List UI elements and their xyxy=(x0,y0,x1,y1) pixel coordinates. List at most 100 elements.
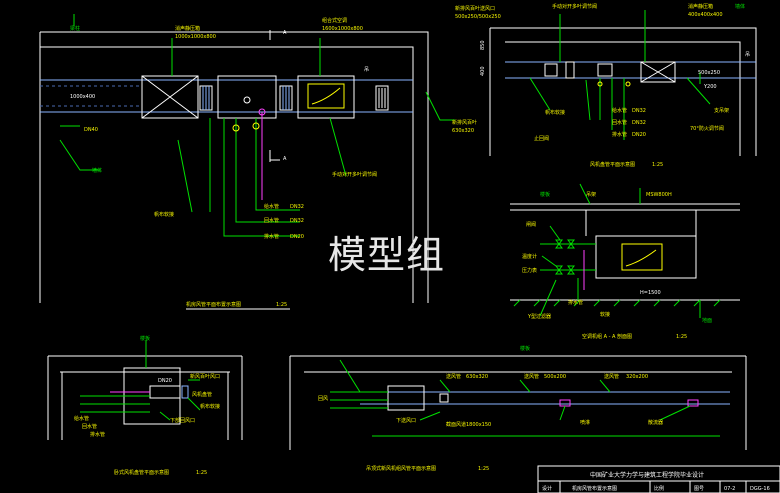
br-walls xyxy=(289,355,747,450)
br-unit xyxy=(387,385,425,411)
valve-dot-3 xyxy=(252,122,260,130)
section-mark-top xyxy=(269,30,280,40)
tr-damper xyxy=(565,61,575,79)
tr-grille xyxy=(544,63,558,77)
tr-code: Y200 xyxy=(703,84,717,90)
bl-grille xyxy=(181,385,189,399)
tb-sheet-label: 比例 xyxy=(654,485,664,492)
tr-box-x xyxy=(640,61,676,83)
tr-caption: 风机盘管平面示意图 xyxy=(590,161,635,168)
bl-walls xyxy=(47,355,243,440)
exhaust-grille xyxy=(375,85,389,111)
bl-soft: 帆布软接 xyxy=(200,403,220,410)
br-vent-3 xyxy=(687,399,699,407)
bl-pipe1: 给水管 xyxy=(74,415,89,422)
label-supply-dn: DN32 xyxy=(290,204,304,210)
tb-drawing-name: 机房风管布置示意图 xyxy=(572,485,617,492)
br-vent-1 xyxy=(439,393,449,403)
tr-dim1: 850 xyxy=(480,40,486,50)
label-exhaust-vent: 新排风百叶 xyxy=(452,119,477,126)
plan-caption: 机房风管平面布置示意图 xyxy=(186,301,241,308)
title-block-grid xyxy=(538,480,780,493)
sa-valve-label: 闸阀 xyxy=(526,221,536,228)
tb-sheet-value: DGG-16 xyxy=(750,486,770,492)
tr-return-dn: DN32 xyxy=(632,120,646,126)
muffler-box-x xyxy=(141,75,199,119)
br-duct2-size: 500x200 xyxy=(544,374,566,380)
sa-valves xyxy=(555,239,575,275)
label-muffler-size: 1000x1000x800 xyxy=(175,34,216,40)
tr-vent-note: 新排风百叶送风口 xyxy=(455,5,495,12)
br-duct xyxy=(360,391,730,405)
br-sprinkler: 喷淋 xyxy=(580,419,590,426)
tr-soft xyxy=(597,63,613,77)
label-drain-pipe: 排水管 xyxy=(264,233,279,240)
br-duct1: 送风管 xyxy=(446,373,461,380)
section-mark-a-bottom: A xyxy=(283,156,287,162)
ahu-coil xyxy=(307,83,345,109)
label-ahu: 组合式空调 xyxy=(322,17,347,24)
ahu-center-box xyxy=(217,75,277,119)
sa-equip-code: MSW800H xyxy=(646,192,672,198)
sa-elevation: H=1500 xyxy=(640,290,661,296)
soft-joint-1-lines xyxy=(202,86,210,110)
duct-band xyxy=(40,79,413,113)
sa-hatch xyxy=(513,299,721,307)
tr-box-size: 400x400x400 xyxy=(688,12,723,18)
wall-outline xyxy=(39,31,429,303)
tr-hang: 吊 xyxy=(745,52,750,58)
br-duct1-size: 630x320 xyxy=(466,374,488,380)
duct-band-hatch xyxy=(40,85,140,107)
watermark: 模型组 xyxy=(328,233,446,277)
br-vent-2 xyxy=(559,399,571,407)
tr-box-label: 消声静压箱 xyxy=(688,3,713,10)
tr-dot-1 xyxy=(597,81,603,87)
sa-slab-label: 楼板 xyxy=(540,191,550,198)
tr-duct-size: 500x250 xyxy=(698,70,720,76)
sa-coil xyxy=(621,243,663,271)
bl-hang: 新风百叶风口 xyxy=(190,373,220,380)
ahu-box xyxy=(297,75,355,119)
sa-slab xyxy=(510,203,740,301)
bl-fan-label: 风机盘管 xyxy=(192,391,212,398)
exhaust-grille-lines xyxy=(378,88,386,108)
label-soft-joint: 帆布软接 xyxy=(154,211,174,218)
sa-leaders xyxy=(539,183,701,318)
tb-school: 中国矿业大学力学与建筑工程学院毕业设计 xyxy=(590,471,704,479)
sa-bracket-label: 吊架 xyxy=(586,192,596,198)
br-return: 回风 xyxy=(318,396,328,402)
br-pipes xyxy=(330,391,720,437)
bl-caption: 卧式风机盘管平面示意图 xyxy=(114,469,169,476)
sa-floor-label: 地面 xyxy=(702,317,712,324)
br-drain: 散流器 xyxy=(648,419,663,426)
sa-filter-label: Y型过滤器 xyxy=(527,313,551,320)
sa-coil-curve xyxy=(625,249,657,267)
bl-scale: 1:25 xyxy=(196,470,207,476)
sa-drain-label: 排水管 xyxy=(568,299,583,306)
sa-gauge-label: 温度计 xyxy=(522,253,537,260)
tr-wall-label: 墙体 xyxy=(735,3,745,10)
tr-pipes xyxy=(599,78,625,140)
tr-drain-dn: DN20 xyxy=(632,132,646,138)
tr-vent-size: 500x250/500x250 xyxy=(455,14,501,20)
tb-design: 设计 xyxy=(542,485,552,492)
tr-dot-2 xyxy=(625,81,631,87)
label-drain-dn: DN20 xyxy=(290,234,304,240)
bl-pipe3: 排水管 xyxy=(90,431,105,438)
tb-drawing-no: 07-2 xyxy=(724,486,735,492)
bl-pipe2: 回水管 xyxy=(82,423,97,430)
tr-box xyxy=(640,61,676,83)
label-supply-pipe: 给水管 xyxy=(264,203,279,210)
br-leaders xyxy=(339,359,691,421)
ahu-center-dot xyxy=(243,96,251,104)
ceiling-unit-duct-plan: 楼板 送风管 630x320 送风管 500x200 送风管 320x200 下… xyxy=(289,345,747,472)
label-hang: 吊 xyxy=(364,67,369,73)
br-scale: 1:25 xyxy=(478,466,489,472)
tr-hanger-label: 支吊架 xyxy=(714,107,729,114)
label-return-dn: DN32 xyxy=(290,218,304,224)
section-mark-bottom xyxy=(269,150,280,162)
tr-wall xyxy=(489,27,757,156)
label-return-pipe: 回水管 xyxy=(264,217,279,224)
soft-joint-2-lines xyxy=(282,86,290,110)
